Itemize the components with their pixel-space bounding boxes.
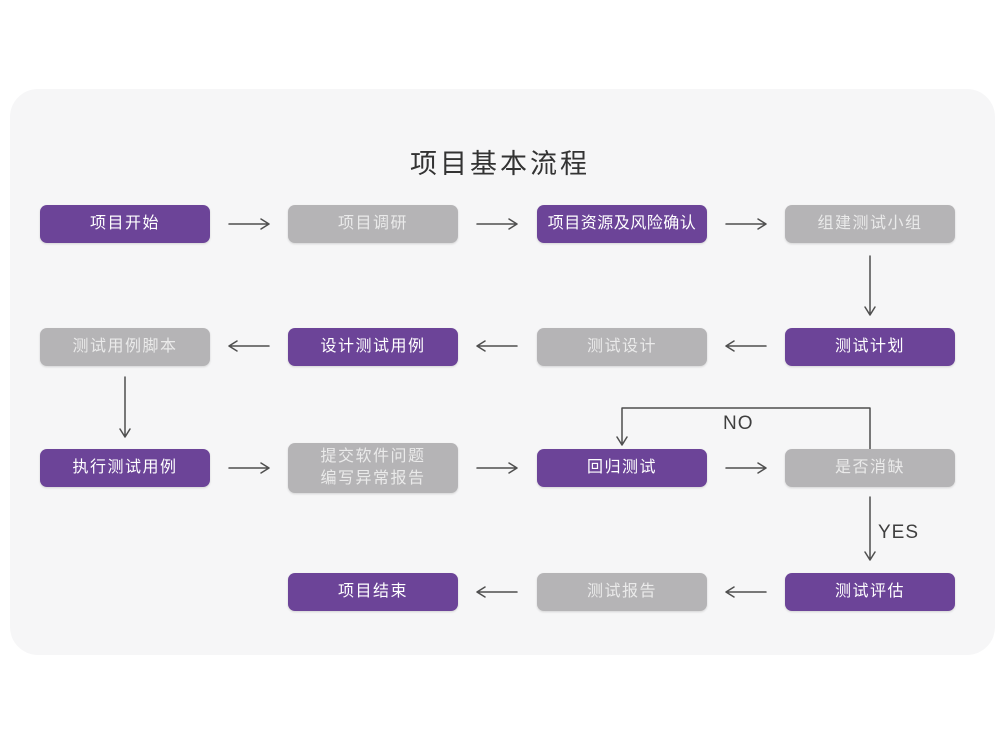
flowchart-card [10, 89, 995, 655]
yes-branch-label: YES [878, 522, 920, 543]
node-test-report: 测试报告 [537, 573, 707, 611]
node-submit-issues-write-report: 提交软件问题 编写异常报告 [288, 443, 458, 493]
node-build-test-team: 组建测试小组 [785, 205, 955, 243]
node-defect-cleared-check: 是否消缺 [785, 449, 955, 487]
node-test-plan: 测试计划 [785, 328, 955, 366]
node-design-test-cases: 设计测试用例 [288, 328, 458, 366]
page-title: 项目基本流程 [410, 149, 590, 179]
node-project-end: 项目结束 [288, 573, 458, 611]
node-test-case-script: 测试用例脚本 [40, 328, 210, 366]
node-project-research: 项目调研 [288, 205, 458, 243]
node-execute-test-cases: 执行测试用例 [40, 449, 210, 487]
node-resources-risk-confirm: 项目资源及风险确认 [537, 205, 707, 243]
node-test-design: 测试设计 [537, 328, 707, 366]
node-test-evaluation: 测试评估 [785, 573, 955, 611]
node-regression-test: 回归测试 [537, 449, 707, 487]
no-branch-label: NO [723, 413, 754, 434]
node-project-start: 项目开始 [40, 205, 210, 243]
